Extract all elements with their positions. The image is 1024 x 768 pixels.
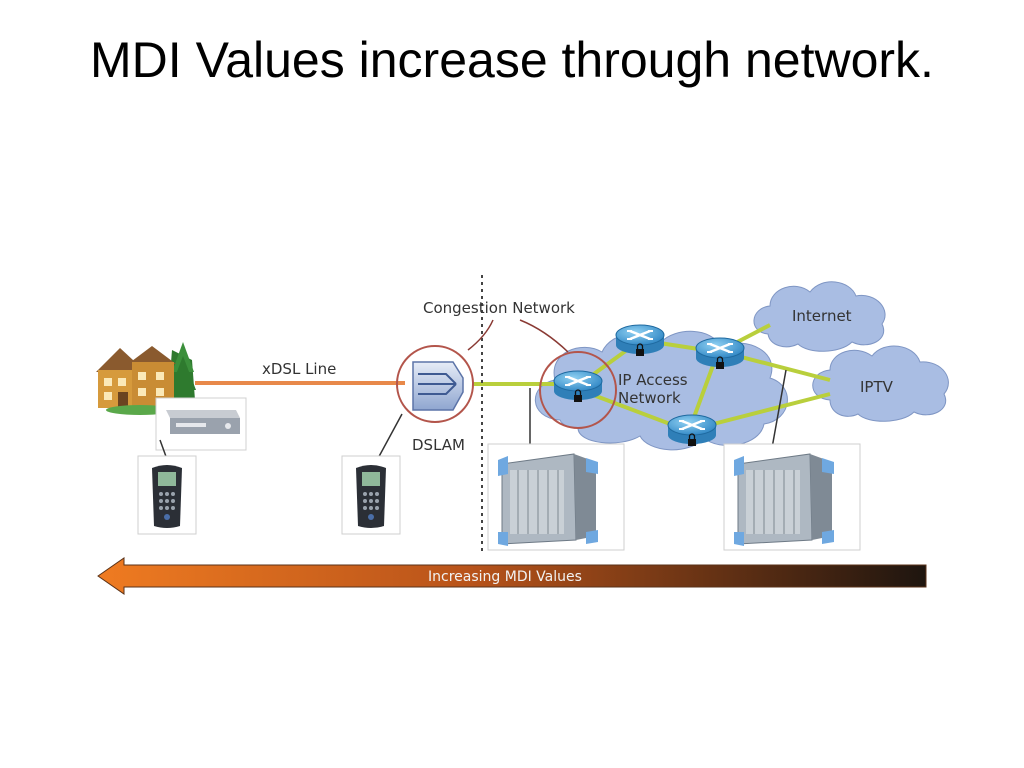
page-title: MDI Values increase through network. bbox=[90, 32, 934, 88]
congestion-network-label: Congestion Network bbox=[423, 299, 575, 317]
increasing-mdi-arrow bbox=[97, 557, 927, 595]
ip-access-label-line1: IP Access bbox=[618, 371, 688, 389]
congestion-pointer-dslam bbox=[467, 319, 494, 351]
increasing-mdi-label: Increasing MDI Values bbox=[428, 569, 582, 585]
iptv-cloud bbox=[812, 345, 949, 422]
xdsl-line-label: xDSL Line bbox=[262, 360, 336, 378]
congestion-pointer-router bbox=[519, 319, 569, 353]
dslam-label: DSLAM bbox=[412, 436, 465, 454]
handheld-tester-icon bbox=[137, 455, 197, 535]
dslam-icon bbox=[396, 345, 474, 423]
iptv-label: IPTV bbox=[860, 378, 894, 396]
router-icon bbox=[614, 323, 666, 358]
rack-analyzer-icon bbox=[723, 443, 861, 551]
router-icon bbox=[694, 336, 746, 371]
internet-cloud bbox=[753, 281, 886, 352]
router-icon bbox=[539, 351, 617, 429]
router-icon bbox=[666, 413, 718, 448]
handheld-tester-icon bbox=[341, 455, 401, 535]
internet-label: Internet bbox=[792, 307, 852, 325]
rack-analyzer-icon bbox=[487, 443, 625, 551]
set-top-box-icon bbox=[155, 397, 247, 451]
ip-access-label-line2: Network bbox=[618, 389, 681, 407]
